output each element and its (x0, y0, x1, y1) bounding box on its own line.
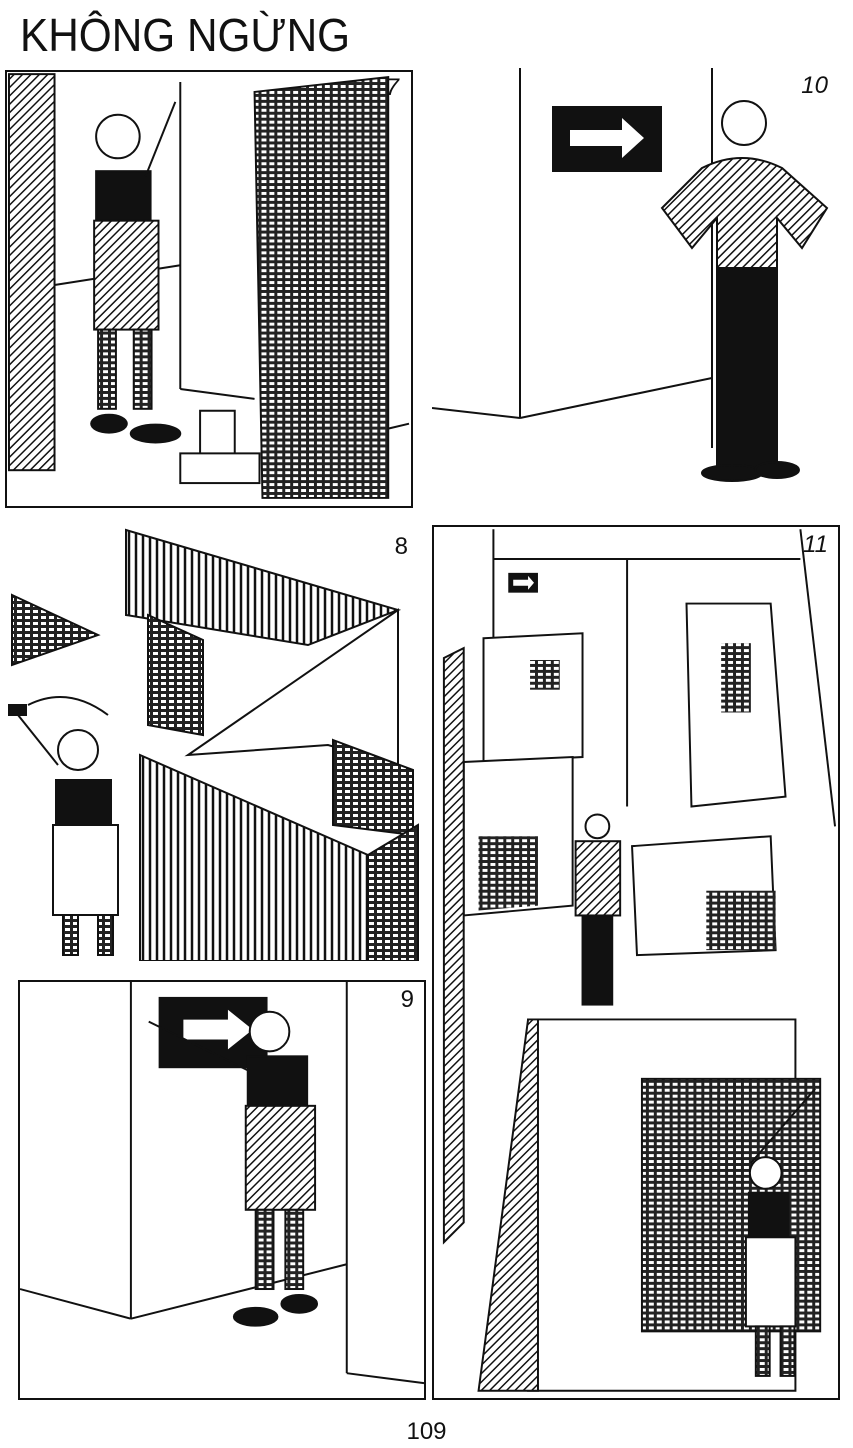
panel-8-illustration (8, 528, 419, 961)
arrow-sign (552, 106, 662, 172)
panel-10-illustration (432, 68, 829, 482)
comic-panel-10: 10 (432, 68, 850, 500)
panel-11-illustration (442, 529, 837, 1392)
man-figure (660, 100, 829, 482)
worker-in-maze (744, 1088, 816, 1377)
panel-number: 9 (400, 986, 414, 1013)
comic-panel-9: 9 (18, 980, 426, 1400)
page-title: KHÔNG NGỪNG (20, 9, 351, 61)
comic-panel-8: 8 (8, 525, 422, 961)
worker-figure (90, 101, 182, 444)
comic-panel-11: 11 (432, 525, 840, 1400)
worker-hanging-sign (148, 1010, 319, 1327)
worker-hammering (8, 696, 119, 956)
man-walking (574, 813, 622, 1006)
panel-7-illustration (7, 73, 410, 499)
panel-number: 10 (801, 72, 828, 99)
toolbox (179, 409, 261, 485)
page-number: 109 (406, 1418, 447, 1445)
small-arrow-sign (508, 572, 538, 593)
panel-number: 8 (394, 533, 408, 560)
comic-panel-7: 7 (5, 70, 413, 508)
panel-number: 11 (803, 531, 828, 558)
panel-9-illustration (20, 982, 424, 1385)
panel-number: 7 (385, 74, 399, 101)
